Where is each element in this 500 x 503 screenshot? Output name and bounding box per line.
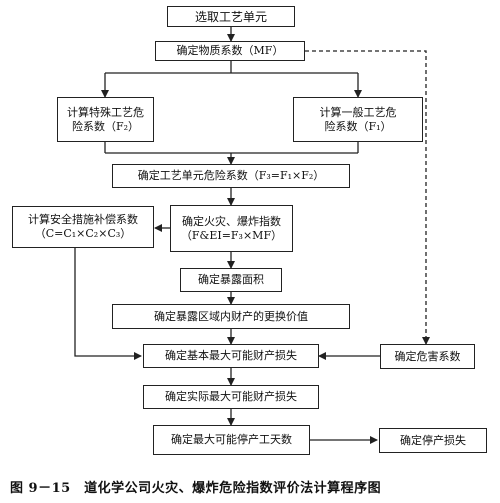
- figure-caption: 图 9－15 道化学公司火灾、爆炸危险指数评价法计算程序图: [10, 481, 382, 496]
- arrow-credit-to-base: [74, 248, 142, 360]
- node-mpdo: 确定最大可能停产工天数: [153, 425, 310, 455]
- node-select-unit: 选取工艺单元: [167, 6, 295, 27]
- node-unit-hazard: 确定工艺单元危险系数（F₃=F₁×F₂）: [112, 164, 350, 188]
- node-replacement-value: 确定暴露区域内财产的更换价值: [112, 304, 350, 329]
- dashed-mf-to-damage: [305, 50, 430, 345]
- node-damage-factor: 确定危害系数: [380, 344, 475, 369]
- node-fei: 确定火灾、爆炸指数 （F&EI=F₃×MF）: [170, 205, 293, 252]
- node-business-interruption: 确定停产损失: [379, 428, 487, 453]
- node-general-hazard: 计算一般工艺危 险系数（F₁）: [293, 97, 423, 142]
- node-actual-mpdd: 确定实际最大可能财产损失: [143, 385, 319, 409]
- node-exposure-area: 确定暴露面积: [180, 268, 282, 292]
- node-material-factor: 确定物质系数（MF）: [155, 41, 305, 61]
- node-safety-credit: 计算安全措施补偿系数 （C=C₁×C₂×C₃）: [12, 206, 154, 248]
- node-base-mpdd: 确定基本最大可能财产损失: [143, 344, 319, 368]
- node-special-hazard: 计算特殊工艺危 险系数（F₂）: [57, 97, 154, 142]
